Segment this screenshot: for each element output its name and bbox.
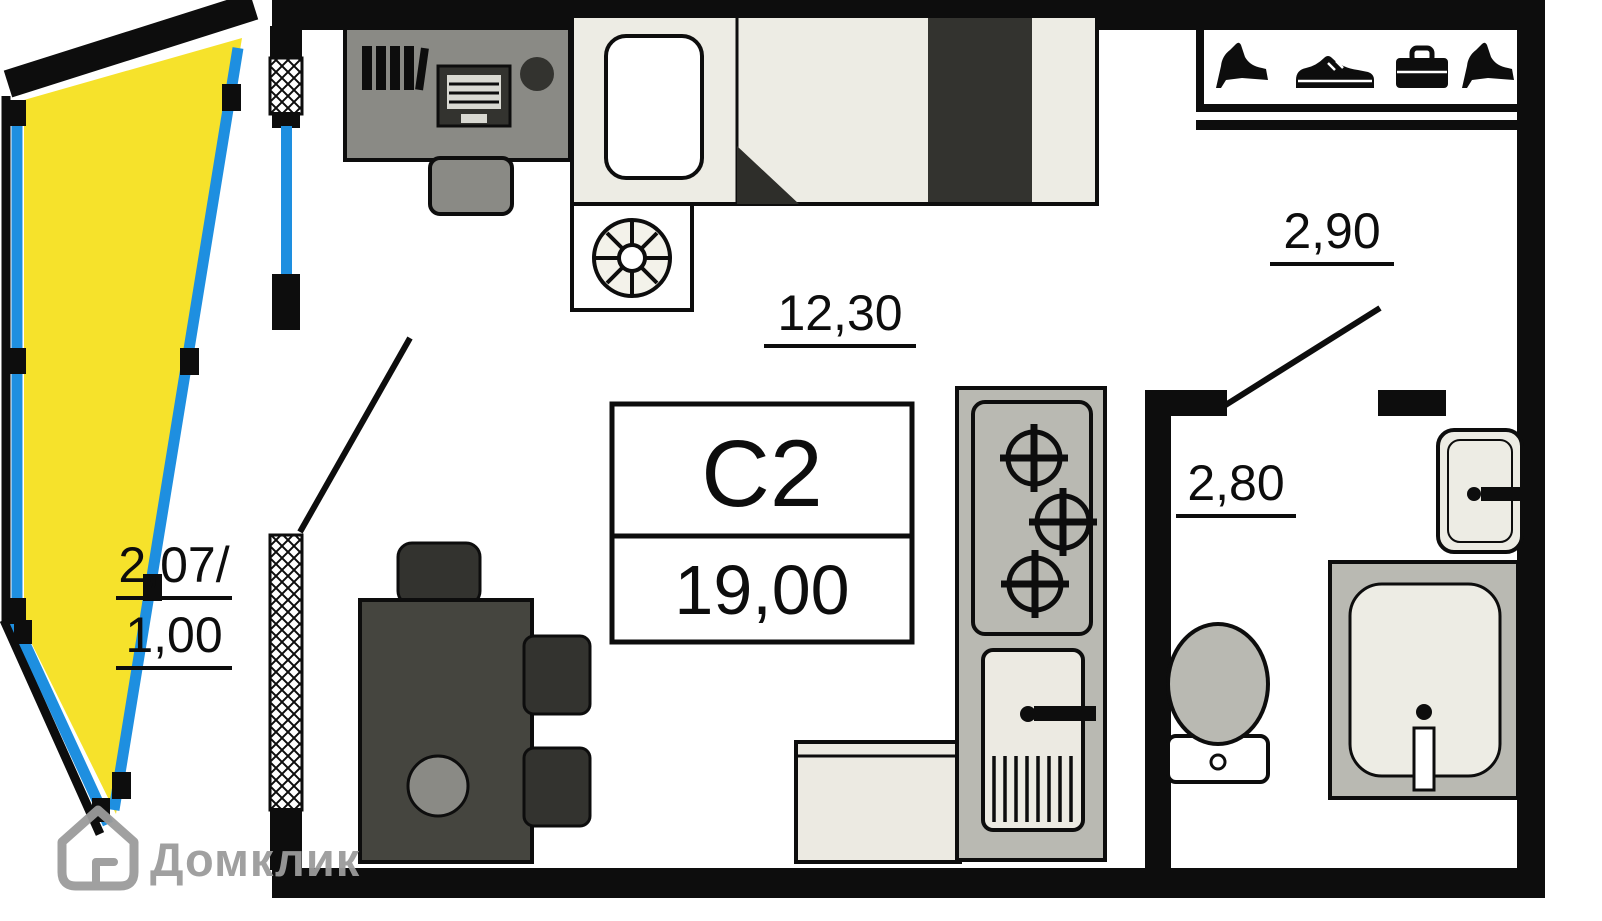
balcony-area-label-2: 1,00 xyxy=(125,607,222,663)
stove-burner-3 xyxy=(1001,550,1069,618)
dining-set xyxy=(358,541,592,864)
plan-total-area-label: 19,00 xyxy=(674,551,849,629)
wardrobe-shelf-line-1 xyxy=(1196,104,1518,112)
wall-bathroom-top-b xyxy=(1378,390,1446,416)
sink-faucet-icon xyxy=(1481,487,1521,501)
wardrobe-shelf-line-2 xyxy=(1196,120,1545,130)
bathroom-area-label: 2,80 xyxy=(1187,455,1284,511)
monitor-icon xyxy=(436,64,512,128)
wall-left-hatch-top xyxy=(268,56,304,116)
walls xyxy=(268,0,1545,898)
desk-object-icon xyxy=(520,57,554,91)
heel-shoe-icon xyxy=(1216,42,1268,88)
toilet-flush-button xyxy=(1209,753,1227,771)
dimension-labels: 12,30 2,90 2,80 2,07/ 1,00 xyxy=(116,203,1394,670)
balcony-window-right xyxy=(108,47,244,811)
wall-left-cap-top xyxy=(270,26,302,58)
balcony-door-leaf xyxy=(297,336,413,534)
balcony-top-wall xyxy=(3,0,259,98)
balcony-outer-edge-bottom xyxy=(0,618,105,836)
brand-label: Домклик xyxy=(150,833,360,886)
blanket-fold xyxy=(737,146,799,204)
kitchen-unit xyxy=(955,386,1107,862)
bathroom xyxy=(1166,428,1524,800)
bench-body xyxy=(794,740,962,864)
kitchen-faucet-base xyxy=(1020,706,1036,722)
fan-icon xyxy=(592,218,672,298)
plate-icon xyxy=(406,754,470,818)
living-area-label: 12,30 xyxy=(777,285,902,341)
stove-burner-2 xyxy=(1029,488,1097,556)
bathtub xyxy=(1328,560,1520,800)
kitchen-sink xyxy=(981,648,1085,832)
bathroom-door-leaf xyxy=(1222,305,1382,409)
sink-drain-lines xyxy=(992,756,1073,822)
watermark: Домклик xyxy=(57,805,360,891)
stove-burner-1 xyxy=(1000,424,1068,492)
desk-chair xyxy=(428,156,514,216)
bench xyxy=(794,740,962,864)
toilet xyxy=(1166,622,1270,784)
balcony-floor xyxy=(24,38,242,814)
sneaker-icon xyxy=(1296,56,1374,88)
blanket-band xyxy=(928,18,1032,202)
toilet-bowl xyxy=(1166,622,1270,746)
wardrobe-left-edge xyxy=(1196,26,1204,112)
table xyxy=(358,598,534,864)
wall-left-window-cap-b xyxy=(272,274,300,330)
kitchen-faucet-icon xyxy=(1034,706,1096,721)
wall-left-window xyxy=(281,126,292,276)
bathtub-overflow xyxy=(1412,726,1436,792)
house-logo-icon xyxy=(57,805,139,891)
bed xyxy=(570,14,1099,206)
sink-faucet-base xyxy=(1467,487,1481,501)
hall-area-label: 2,90 xyxy=(1283,203,1380,259)
plan-code-label: С2 xyxy=(701,421,822,527)
chair-right-1 xyxy=(522,634,592,716)
plan-info-box: С2 19,00 xyxy=(609,401,915,645)
wall-bathroom-top-a xyxy=(1145,390,1227,416)
pillow xyxy=(604,34,704,180)
balcony-area-label-1: 2,07/ xyxy=(118,537,229,593)
wall-bottom xyxy=(272,868,1545,898)
books-icon xyxy=(362,46,429,91)
plan-info-frame xyxy=(609,401,915,645)
chair-top xyxy=(396,541,482,607)
briefcase-icon xyxy=(1396,45,1448,88)
shoe-wardrobe xyxy=(1196,26,1545,130)
wall-left-cap-bottom xyxy=(270,808,302,870)
balcony-window-bottom xyxy=(10,619,113,827)
chair-right-2 xyxy=(522,746,592,828)
heel-shoe-icon xyxy=(1462,42,1514,88)
balcony xyxy=(0,0,259,836)
wall-left-hatch-bottom xyxy=(268,533,304,812)
bathroom-sink xyxy=(1436,428,1524,554)
desk xyxy=(343,26,572,216)
wall-bathroom-left xyxy=(1145,390,1171,870)
fan xyxy=(570,202,694,312)
wall-left-window-cap-a xyxy=(272,112,300,128)
bathtub-drain xyxy=(1416,704,1432,720)
